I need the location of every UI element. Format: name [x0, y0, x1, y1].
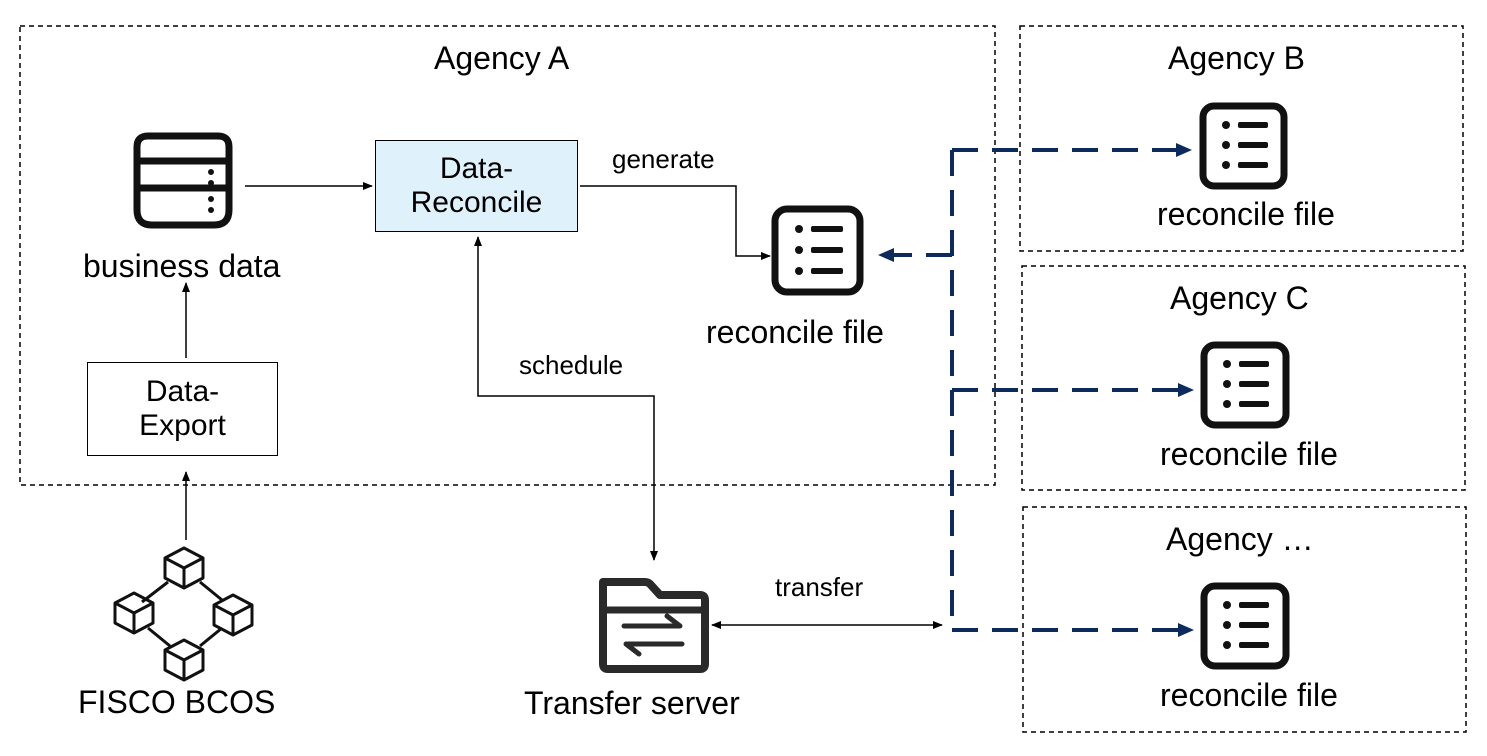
edge-label-transfer: transfer — [775, 572, 864, 602]
database-icon — [133, 132, 233, 229]
edge-label-generate: generate — [612, 144, 715, 174]
agency-c-file-label: reconcile file — [1160, 436, 1338, 472]
edge-generate — [580, 185, 771, 260]
agency-etc-title: Agency … — [1166, 521, 1314, 557]
agency-a-title: Agency A — [434, 40, 570, 76]
business-data-label: business data — [83, 248, 281, 284]
local-reconcile-file-label: reconcile file — [706, 314, 884, 350]
agency-etc-file-label: reconcile file — [1160, 677, 1338, 713]
folder-transfer-icon — [599, 578, 709, 673]
blockchain-icon — [113, 546, 254, 682]
distribution-flow — [878, 143, 1194, 637]
agency-c-title: Agency C — [1170, 280, 1309, 316]
list-document-icon — [771, 205, 864, 296]
data-export-box: Data- Export — [87, 362, 278, 456]
data-export-line1: Data- — [145, 375, 220, 409]
edge-label-schedule: schedule — [519, 350, 624, 380]
data-export-line2: Export — [139, 409, 226, 442]
list-document-icon — [1199, 102, 1288, 190]
list-document-icon — [1200, 582, 1290, 670]
edge-schedule — [474, 236, 658, 561]
list-document-icon — [1200, 341, 1290, 429]
data-reconcile-box: Data- Reconcile — [375, 140, 578, 232]
data-reconcile-line1: Data- — [439, 152, 514, 186]
agency-b-title: Agency B — [1168, 40, 1305, 76]
transfer-server-label: Transfer server — [524, 685, 740, 721]
blockchain-label: FISCO BCOS — [78, 684, 276, 720]
data-reconcile-line2: Reconcile — [410, 186, 543, 219]
agency-b-file-label: reconcile file — [1157, 196, 1335, 232]
